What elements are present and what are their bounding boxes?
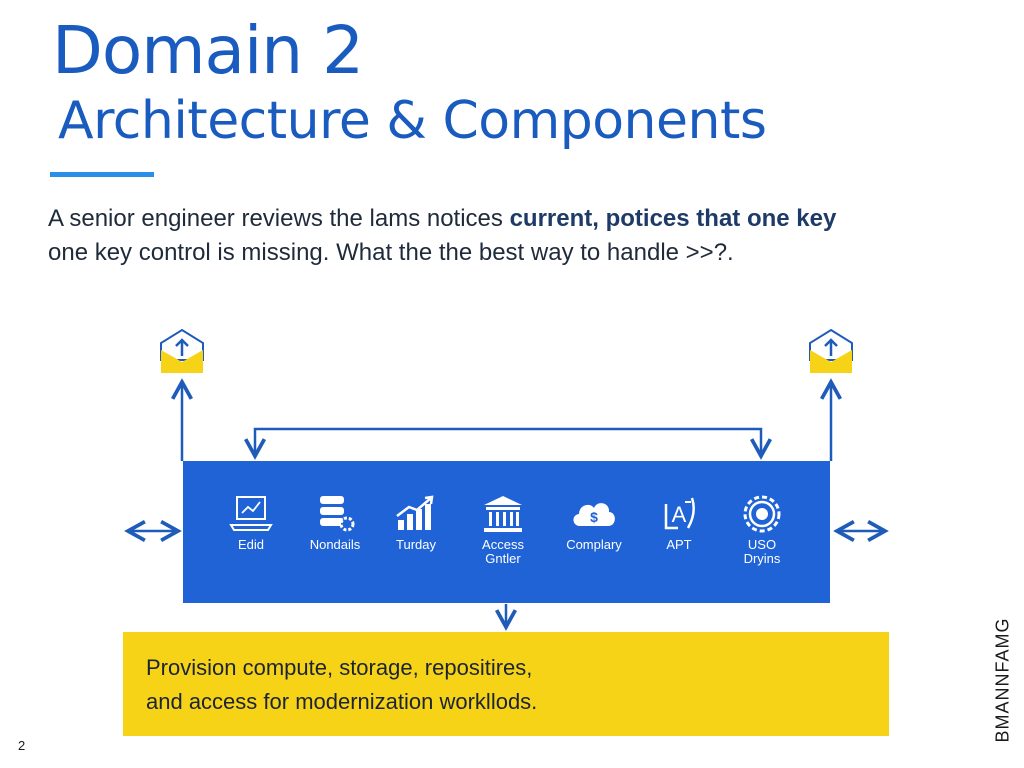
summary-box bbox=[123, 632, 889, 736]
summary-text: Provision compute, storage, repositires,… bbox=[146, 651, 866, 719]
page-title: Domain 2 bbox=[52, 12, 364, 89]
question-text: A senior engineer reviews the lams notic… bbox=[48, 202, 948, 270]
component-3: Turday bbox=[374, 494, 458, 552]
component-4-label: Access bbox=[482, 537, 524, 552]
text-format-icon: A bbox=[664, 497, 695, 530]
svg-text:$: $ bbox=[590, 509, 598, 525]
component-4: Access Gntler bbox=[461, 494, 545, 566]
component-2-label: Nondails bbox=[309, 537, 361, 552]
side-brand-text: BMANNFAMG bbox=[992, 617, 1013, 743]
page-number: 2 bbox=[18, 738, 26, 753]
building-columns-icon bbox=[484, 496, 522, 532]
question-line-1-normal: A senior engineer reviews the lams notic… bbox=[48, 205, 510, 232]
component-6: A APT bbox=[637, 494, 721, 552]
component-7: USO Dryins bbox=[720, 494, 804, 566]
component-3-label: Turday bbox=[396, 537, 436, 552]
component-1: Edid bbox=[209, 494, 293, 552]
gear-wheel-icon bbox=[743, 495, 781, 533]
left-upload-icon bbox=[160, 328, 204, 373]
component-7-sublabel: Dryins bbox=[743, 551, 781, 566]
component-4-sublabel: Gntler bbox=[485, 551, 521, 566]
top-bracket-arrow bbox=[255, 427, 761, 456]
summary-line-2: and access for modernization workllods. bbox=[146, 689, 538, 714]
component-1-label: Edid bbox=[237, 537, 265, 552]
component-5-label: Complary bbox=[566, 537, 622, 552]
component-5: $ Complary bbox=[552, 494, 636, 552]
page-subtitle: Architecture & Components bbox=[58, 91, 767, 151]
trend-chart-icon bbox=[396, 495, 434, 530]
component-2: Nondails bbox=[293, 494, 377, 552]
question-line-2: one key control is missing. What the the… bbox=[48, 239, 734, 266]
title-accent-line bbox=[50, 172, 154, 177]
laptop-chart-icon bbox=[229, 496, 273, 531]
question-line-1: A senior engineer reviews the lams notic… bbox=[48, 202, 948, 236]
component-6-label: APT bbox=[666, 537, 692, 552]
svg-text:A: A bbox=[672, 502, 687, 527]
right-upload-icon bbox=[809, 328, 853, 373]
summary-line-1: Provision compute, storage, repositires, bbox=[146, 655, 533, 680]
question-line-1-bold: current, potices that one key bbox=[509, 205, 837, 232]
server-gear-icon bbox=[320, 496, 355, 532]
component-7-label: USO bbox=[747, 537, 777, 552]
cloud-dollar-icon: $ bbox=[573, 503, 615, 526]
